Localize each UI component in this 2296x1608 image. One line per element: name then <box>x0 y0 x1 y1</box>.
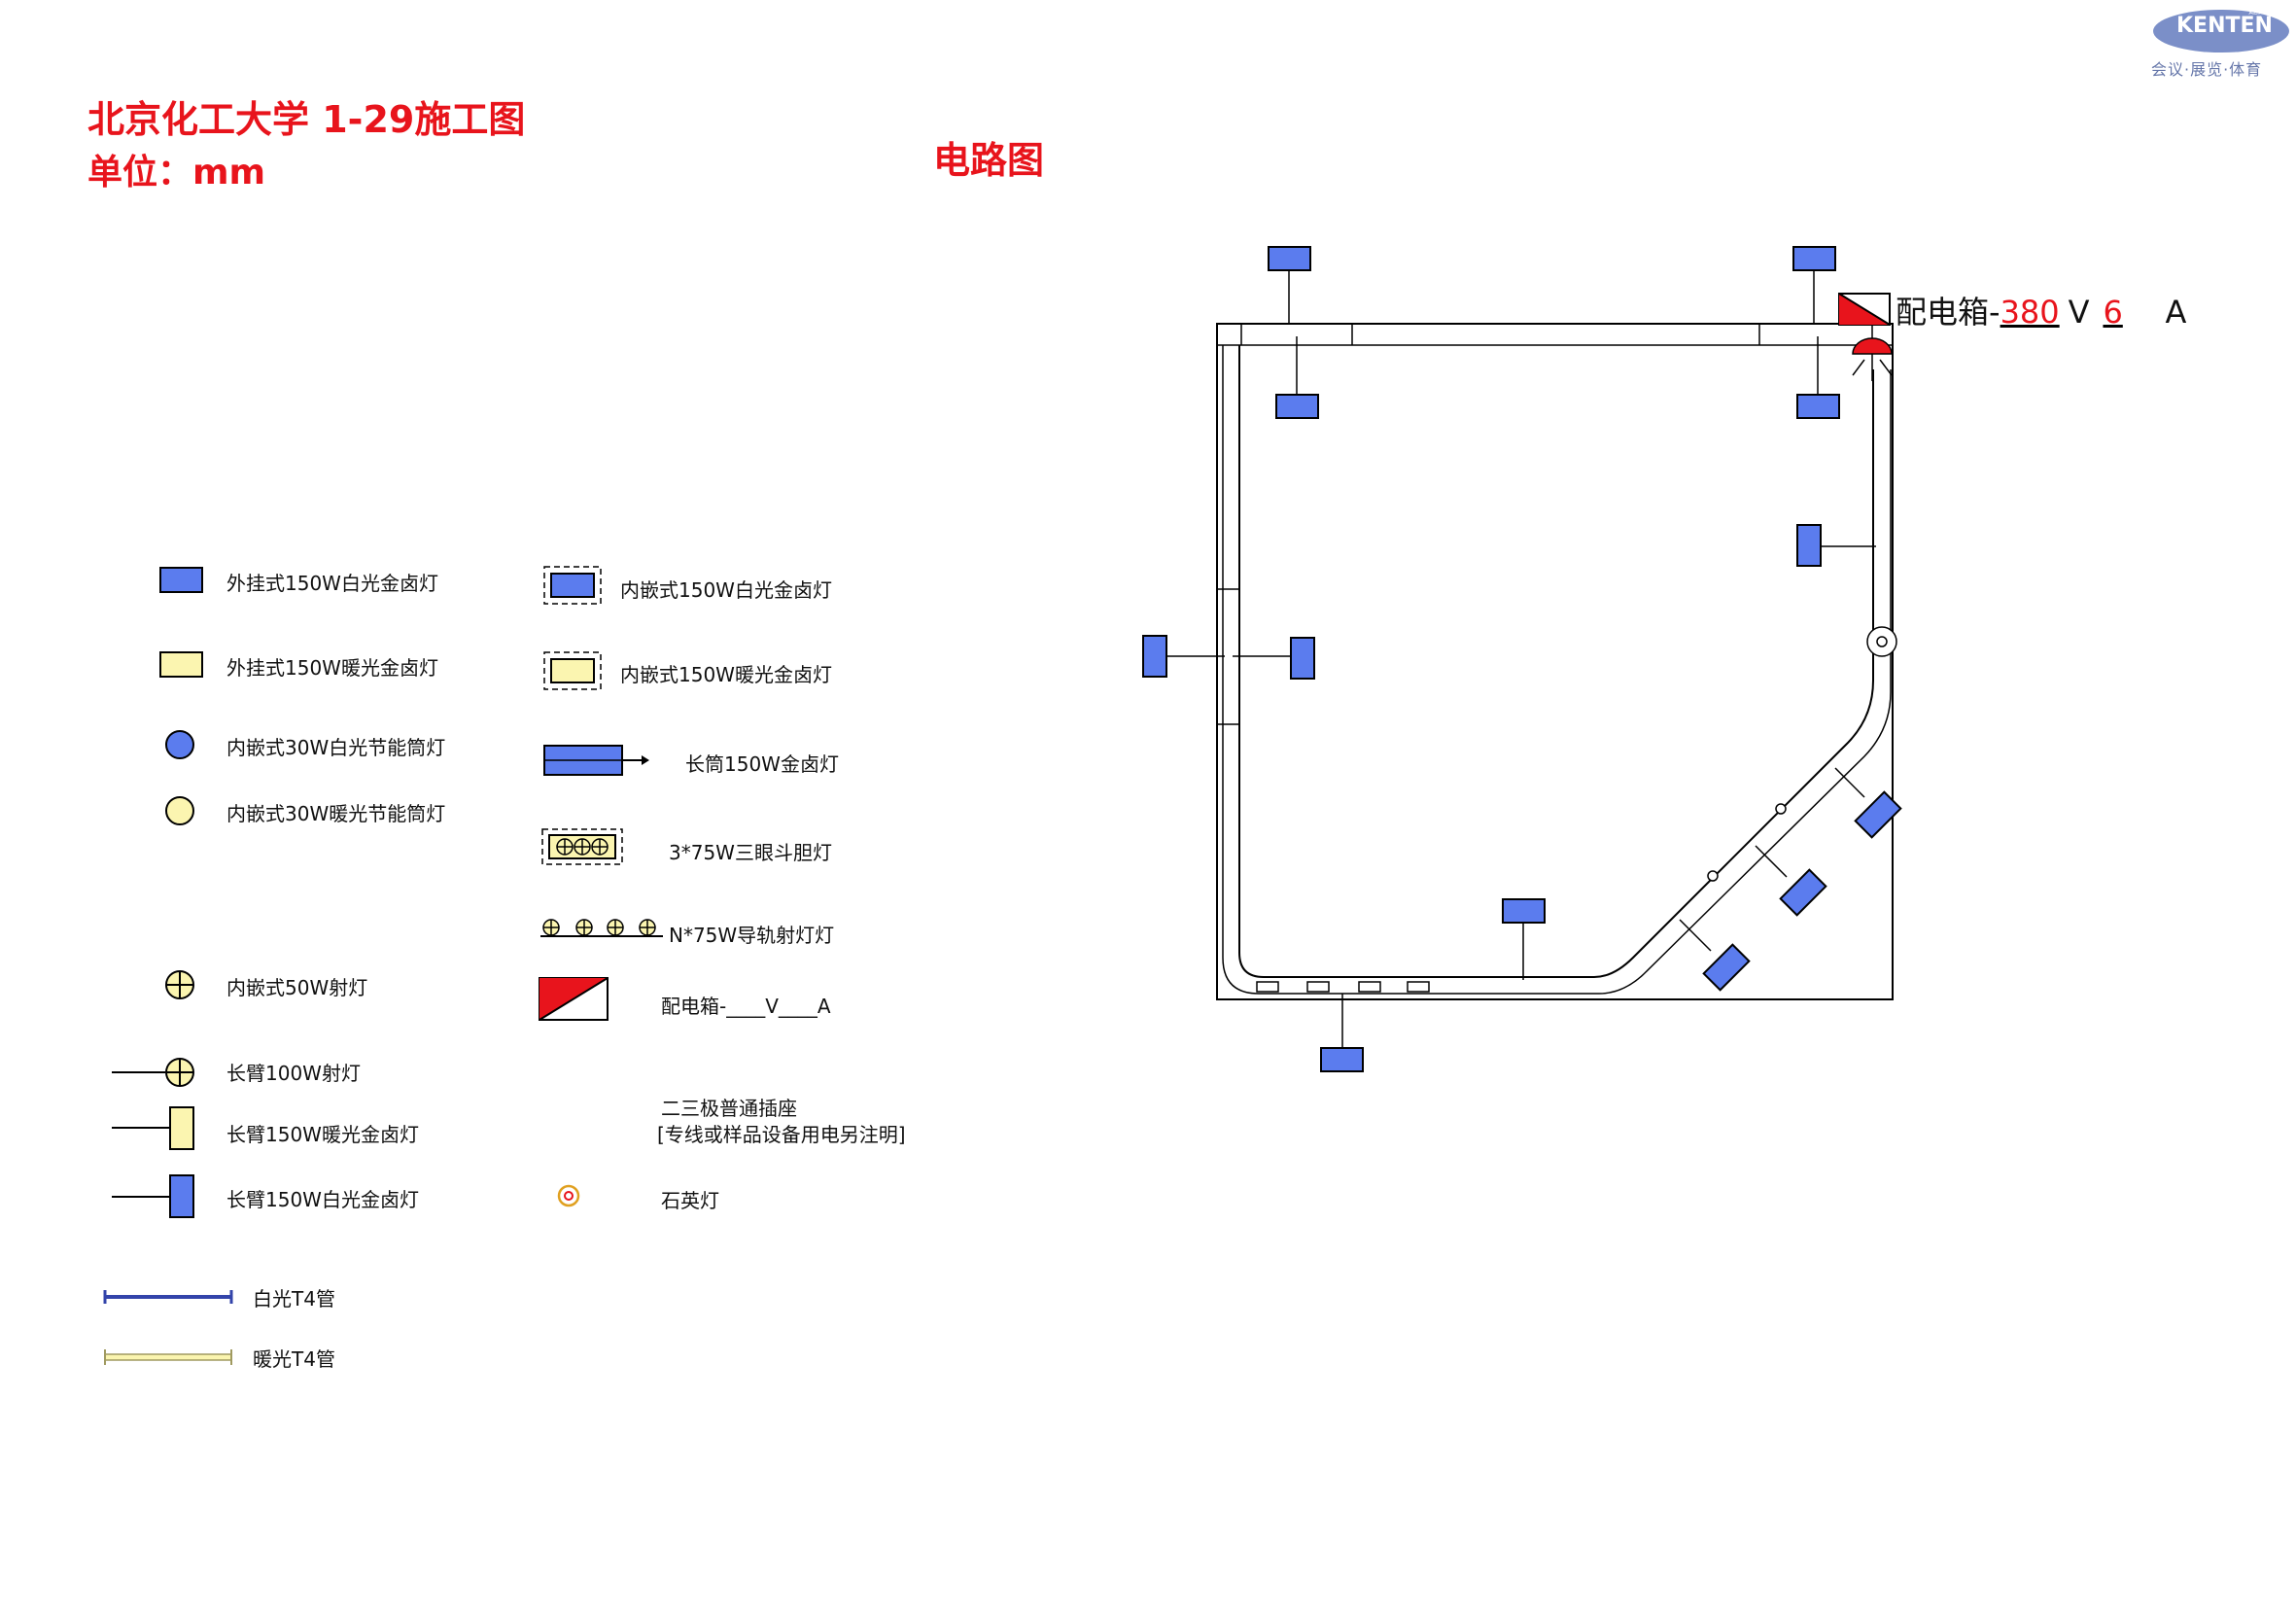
lamp-right-wall <box>1796 524 1876 567</box>
diagonal-socket-1 <box>1775 803 1787 815</box>
arm-white-halide-icon <box>112 1174 194 1218</box>
legend-label-dist-box: 配电箱-____V____A <box>661 995 831 1018</box>
lamp-bottom-outer <box>1320 994 1364 1072</box>
legend-label-triple-grille: 3*75W三眼斗胆灯 <box>669 841 832 864</box>
lamp-top-right-outer <box>1792 246 1836 324</box>
legend-label-arm-warm-halide: 长臂150W暖光金卤灯 <box>226 1123 419 1146</box>
legend-label-rec-white-halide: 内嵌式150W白光金卤灯 <box>620 578 832 602</box>
legend-label-arm-white-halide: 长臂150W白光金卤灯 <box>226 1188 419 1211</box>
legend-label-rec-spot: 内嵌式50W射灯 <box>226 976 368 999</box>
plan-dist-box-icon <box>1838 293 1891 326</box>
dist-box-a-unit: A <box>2165 294 2187 331</box>
legend-label-track-spot: N*75W导轨射灯灯 <box>669 924 835 947</box>
lamp-left-outer <box>1142 635 1225 678</box>
track-spot-icon <box>540 919 663 937</box>
t4-warm-icon <box>104 1349 232 1365</box>
rec-warm-down-icon <box>165 796 194 825</box>
legend-label-t4-warm: 暖光T4管 <box>253 1347 335 1371</box>
legend-label-tube-halide: 长筒150W金卤灯 <box>685 752 839 776</box>
legend-label-t4-white: 白光T4管 <box>253 1287 335 1311</box>
rec-white-halide-icon <box>543 566 602 605</box>
legend-label-quartz: 石英灯 <box>661 1189 719 1212</box>
dist-box-icon <box>539 977 609 1021</box>
lamp-top-left-outer <box>1268 246 1311 324</box>
kenten-logo: 建建 KENTEN 会议·展览·体育 <box>2143 0 2289 79</box>
legend-label-rec-warm-halide: 内嵌式150W暖光金卤灯 <box>620 663 832 686</box>
legend-symbols-left <box>103 567 233 1365</box>
lamp-top-right-inner <box>1796 336 1840 419</box>
legend-label-rec-white-down: 内嵌式30W白光节能筒灯 <box>226 736 446 759</box>
logo-brand: KENTEN <box>2176 14 2273 38</box>
legend-label-ext-white-halide: 外挂式150W白光金卤灯 <box>226 572 438 595</box>
booth-outline <box>1216 323 1894 1000</box>
legend-label-arm-spot: 长臂100W射灯 <box>226 1062 361 1085</box>
socket-icon <box>1866 626 1897 657</box>
rec-spot-icon <box>165 970 194 999</box>
legend-symbols-mid <box>539 566 663 1207</box>
logo-tagline: 会议·展览·体育 <box>2151 60 2263 79</box>
dist-box-current: 6 <box>2103 294 2123 331</box>
dist-box-voltage: 380 <box>2000 294 2060 331</box>
rec-white-down-icon <box>165 730 194 759</box>
lamp-diag-low <box>1679 919 1751 992</box>
legend-label-socket-2: [专线或样品设备用电另注明] <box>657 1123 906 1146</box>
legend-label-rec-warm-down: 内嵌式30W暖光节能筒灯 <box>226 802 446 825</box>
floor-plan <box>1142 246 1902 1072</box>
logo-ellipse-icon <box>2153 10 2289 52</box>
arm-spot-icon <box>112 1058 194 1087</box>
triple-grille-icon <box>541 828 623 865</box>
tube-halide-icon <box>543 745 649 776</box>
t4-white-icon <box>103 1290 233 1304</box>
ext-warm-halide-icon <box>159 651 203 678</box>
circuit-diagram-title: 电路图 <box>933 139 1045 182</box>
quartz-lamp-icon <box>557 1184 580 1207</box>
arm-warm-halide-icon <box>112 1106 194 1150</box>
legend-label-ext-warm-halide: 外挂式150W暖光金卤灯 <box>226 656 438 680</box>
legend-label-socket-1: 二三极普通插座 <box>661 1097 797 1120</box>
dist-box-v-unit: V <box>2068 294 2090 331</box>
drawing-title: 北京化工大学 1-29施工图 <box>87 98 526 141</box>
diagonal-socket-2 <box>1707 870 1719 882</box>
logo-chinese-small: 建建 <box>2248 6 2268 17</box>
lamp-diag-mid <box>1755 845 1827 917</box>
unit-label: 单位：mm <box>87 153 266 192</box>
dist-box-prefix: 配电箱- <box>1896 294 2000 331</box>
red-beacon-icon <box>1852 337 1893 381</box>
lamp-top-left-inner <box>1275 336 1319 419</box>
rec-warm-halide-icon <box>543 651 602 690</box>
lamp-bottom-inner <box>1502 898 1546 980</box>
inner-wall-path <box>1238 345 1874 978</box>
lamp-diag-outer-top <box>1834 767 1902 839</box>
ext-white-halide-icon <box>159 567 203 593</box>
lamp-left-inner <box>1233 637 1315 680</box>
